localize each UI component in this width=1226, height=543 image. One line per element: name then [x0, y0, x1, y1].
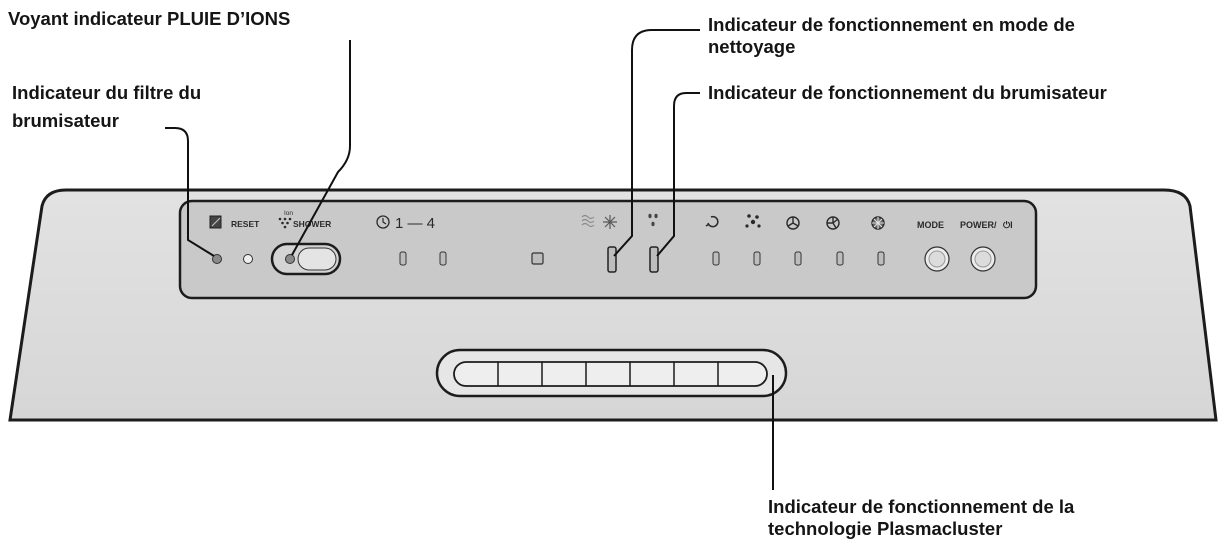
leader-ion-shower: [291, 40, 351, 256]
mode-label: MODE: [917, 220, 944, 230]
mist-filter-callout-line1: Indicateur du filtre du: [12, 82, 202, 103]
sparkle-icon: [745, 214, 761, 228]
clock-icon: [376, 215, 390, 229]
humidifier-led: [649, 246, 659, 273]
snowflake-clean-icon: [603, 215, 617, 229]
reset-button[interactable]: [243, 254, 253, 264]
plasmacluster-callout-line1: Indicateur de fonctionnement de la: [768, 496, 1075, 517]
fan-medium-led: [836, 251, 844, 266]
plasmacluster-callout-line2: technologie Plasmacluster: [768, 518, 1003, 539]
leader-cleaning: [613, 29, 700, 257]
auto-mode-led: [712, 251, 720, 266]
filter-icon: [209, 215, 222, 229]
plasmacluster-callout: Indicateur de fonctionnement de la techn…: [768, 496, 1074, 540]
timer-range-label: 1 — 4: [395, 215, 435, 232]
mist-filter-callout-line2: brumisateur: [12, 110, 119, 131]
power-label: POWER/: [960, 220, 997, 230]
water-drops-icon: [648, 213, 658, 227]
mode-button[interactable]: [924, 246, 950, 272]
fan-low-led: [794, 251, 802, 266]
reset-label: RESET: [231, 219, 260, 229]
leader-mist-filter: [165, 127, 215, 257]
ion-drops-icon: [278, 217, 292, 229]
ion-shower-button-knob: [297, 247, 337, 271]
shower-label: SHOWER: [293, 219, 331, 229]
plasmacluster-indicator: [435, 348, 788, 398]
timer-led-2: [439, 251, 447, 266]
fan-medium-icon: [826, 216, 840, 230]
cleaning-callout: Indicateur de fonctionnement en mode de …: [708, 14, 1075, 58]
cleaning-callout-line1: Indicateur de fonctionnement en mode de: [708, 14, 1075, 35]
humidifier-callout: Indicateur de fonctionnement du brumisat…: [708, 82, 1107, 103]
sparkle-mode-led: [753, 251, 761, 266]
leader-humidifier: [656, 92, 700, 257]
square-indicator: [531, 252, 544, 265]
power-symbol: ⏻I: [1003, 220, 1013, 230]
mist-filter-led: [212, 254, 222, 264]
fan-high-icon: [871, 216, 885, 230]
ion-small-label: Ion: [284, 210, 293, 217]
ion-shower-led: [285, 254, 295, 264]
power-button[interactable]: [970, 246, 996, 272]
fan-high-led: [877, 251, 885, 266]
swirl-auto-icon: [705, 215, 719, 228]
wave-mist-icon: [581, 214, 595, 228]
cleaning-callout-line2: nettoyage: [708, 36, 796, 57]
ion-shower-callout: Voyant indicateur PLUIE D’IONS: [8, 8, 291, 29]
timer-led-1: [399, 251, 407, 266]
fan-low-icon: [786, 216, 800, 230]
cleaning-mode-led: [607, 246, 617, 273]
mist-filter-callout: Indicateur du filtre du brumisateur: [12, 82, 201, 132]
